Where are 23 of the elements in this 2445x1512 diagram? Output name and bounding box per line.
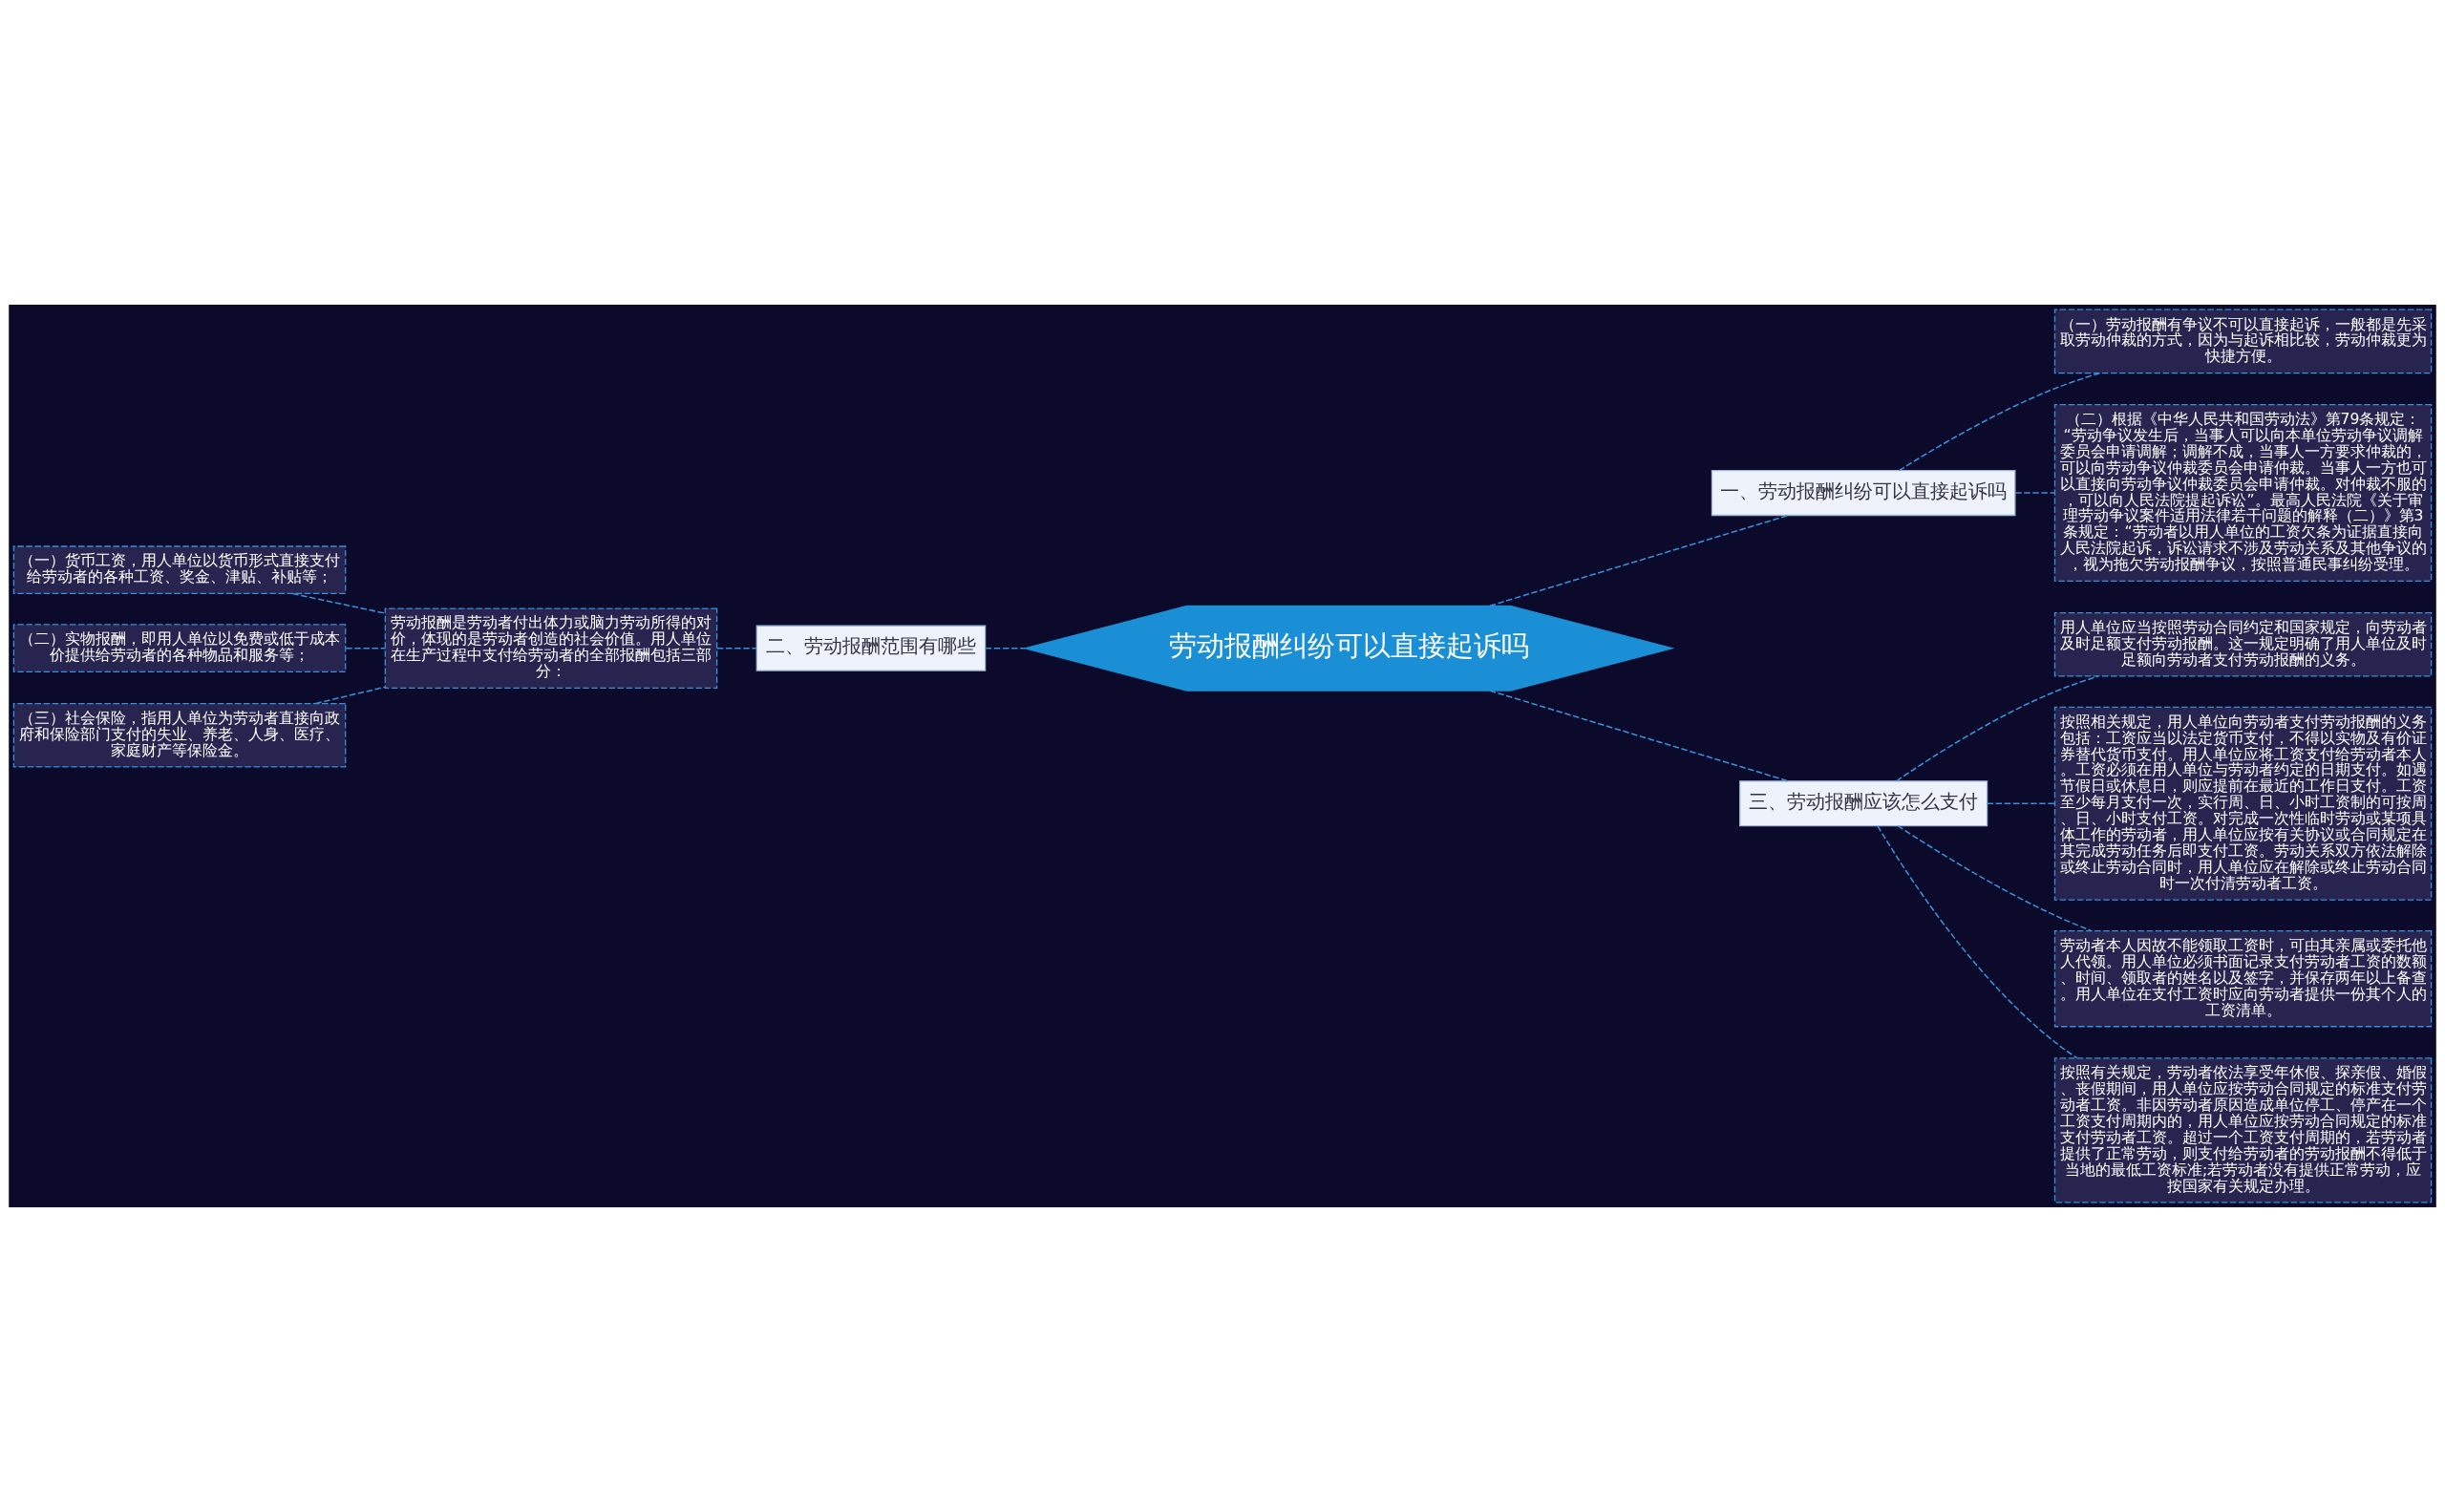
connector	[1489, 514, 1790, 607]
connector	[2014, 492, 2056, 494]
node-box: 一、劳动报酬纠纷可以直接起诉吗	[1711, 470, 2016, 517]
connector	[345, 647, 387, 650]
connector	[1489, 690, 1790, 782]
node-box: 劳动者本人因故不能领取工资时，可由其亲属或委托他人代领。用人单位必须书面记录支付劳动者工资的数额、时间、领取者的姓名以及签字，并保存两年以上备查。用人单位在支付工资时应向劳动者提供一份其个人的工资清单。	[2053, 929, 2433, 1028]
connector	[1986, 802, 2056, 805]
node-box: （二）实物报酬，即用人单位以免费或低于成本价提供给劳动者的各种物品和服务等；	[12, 624, 347, 672]
node-box: （三）社会保险，指用人单位为劳动者直接向政府和保险部门支付的失业、养老、人身、医疗、家庭财产等保险金。	[12, 702, 347, 768]
connector	[716, 647, 757, 650]
connector	[1897, 824, 2093, 932]
node-box: 按照有关规定，劳动者依法享受年休假、探亲假、婚假、丧假期间，用人单位应按劳动合同规定的标准支付劳动者工资。非因劳动者原因造成单位停工、停产在一个工资支付周期内的，用人单位应按劳动合同规定的标准支付劳动者工资。超过一个工资支付周期的，若劳动者提供了正常劳动，则支付给劳动者的劳动报酬不得低于当地的最低工资标准;若劳动者没有提供正常劳动，应按国家有关规定办理。	[2053, 1057, 2433, 1203]
connector	[985, 647, 1026, 650]
node-box: 按照相关规定，用人单位向劳动者支付劳动报酬的义务包括：工资应当以法定货币支付，不得以实物及有价证券替代货币支付。用人单位应将工资支付给劳动者本人。工资必须在用人单位与劳动者约定的日期支付。如遇节假日或休息日，则应提前在最近的工作日支付。工资至少每月支付一次，实行周、日、小时工资制的可按周、日、小时支付工资。对完成一次性临时劳动或某项具体工作的劳动者，用人单位应按有关协议或合同规定在其完成劳动任务后即支付工资。劳动关系双方依法解除或终止劳动合同时，用人单位应在解除或终止劳动合同时一次付清劳动者工资。	[2053, 706, 2433, 901]
node-box: （二）根据《中华人民共和国劳动法》第79条规定：“劳动争议发生后，当事人可以向本单位劳动争议调解委员会申请调解；调解不成，当事人一方要求仲裁的，可以向劳动争议仲裁委员会申请仲裁。当事人一方也可以直接向劳动争议仲裁委员会申请仲裁。对仲裁不服的，可以向人民法院提起诉讼”。最高人民法院《关于审理劳动争议案件适用法律若干问题的解释（二）》第3条规定：“劳动者以用人单位的工资欠条为证据直接向人民法院起诉，诉讼请求不涉及劳动关系及其他争议的，视为拖欠劳动报酬争议，按照普通民事纠纷受理。	[2053, 404, 2433, 583]
node-box: 二、劳动报酬范围有哪些	[755, 625, 987, 671]
node-box: （一）货币工资，用人单位以货币形式直接支付给劳动者的各种工资、奖金、津贴、补贴等；	[12, 545, 347, 595]
connector	[314, 686, 386, 705]
node-box: 劳动报酬是劳动者付出体力或脑力劳动所得的对价，体现的是劳动者创造的社会价值。用人单位在生产过程中支付给劳动者的全部报酬包括三部分：	[384, 607, 718, 689]
node-box: 用人单位应当按照劳动合同约定和国家规定，向劳动者及时足额支付劳动报酬。这一规定明确了用人单位及时足额向劳动者支付劳动报酬的义务。	[2053, 611, 2433, 677]
node-box: 三、劳动报酬应该怎么支付	[1739, 780, 1988, 827]
node-box: （一）劳动报酬有争议不可以直接起诉，一般都是先采取劳动仲裁的方式，因为与起诉相比较，劳动仲裁更为快捷方便。	[2053, 309, 2433, 374]
connector	[1877, 825, 2078, 1059]
